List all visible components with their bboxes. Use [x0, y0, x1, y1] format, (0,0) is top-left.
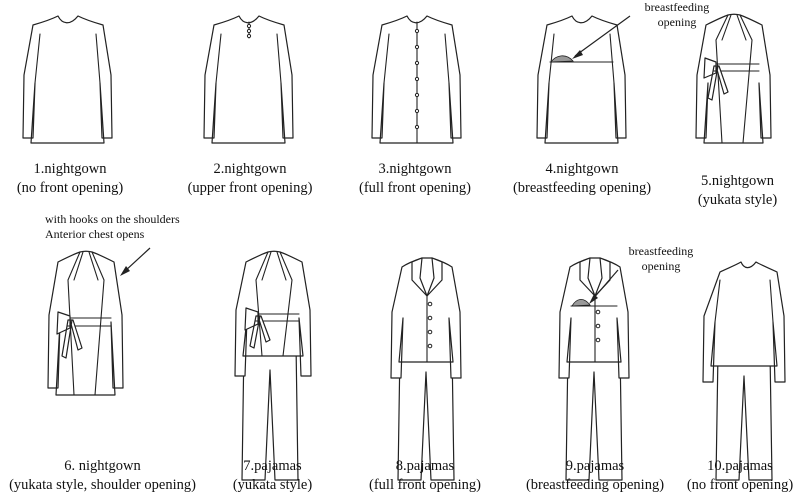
- nightgown-4-drawing: [536, 15, 627, 144]
- caption-item-5: 5.nightgown (yukata style): [675, 172, 800, 210]
- pajamas-10-drawing: [702, 261, 786, 481]
- item-10-name: 10.pajamas: [707, 458, 773, 474]
- nightgown-6-drawing: [47, 250, 124, 396]
- arrow-item9: [589, 269, 619, 304]
- sash-bow-7: [244, 307, 271, 349]
- item-4-desc: (breastfeeding opening): [512, 180, 652, 196]
- item-1-name: 1.nightgown: [33, 161, 107, 177]
- nightgown-2-drawing: [203, 15, 294, 144]
- item-10-desc: (no front opening): [686, 477, 794, 493]
- item-8-name: 8.pajamas: [395, 458, 455, 474]
- sash-bow-5: [703, 57, 729, 101]
- nightgown-3-drawing: [371, 15, 462, 144]
- item-9-desc: (breastfeeding opening): [525, 477, 665, 493]
- item-2-name: 2.nightgown: [213, 161, 287, 177]
- item-5-name: 5.nightgown: [701, 173, 774, 189]
- pajamas-7-drawing: [234, 250, 312, 481]
- arrow-item4: [572, 15, 631, 59]
- caption-item-7: 7.pajamas (yukata style): [210, 457, 335, 495]
- pajamas-8-drawing: [390, 257, 462, 481]
- item-7-name: 7.pajamas: [243, 458, 302, 474]
- breastfeeding-opening-flap: [550, 55, 574, 63]
- item-1-desc: (no front opening): [16, 180, 124, 196]
- breastfeeding-opening-flap-9: [571, 299, 591, 307]
- item-3-desc: (full front opening): [359, 180, 471, 196]
- pajamas-9-drawing: [558, 257, 630, 481]
- item4-callout-line1: breastfeeding: [644, 0, 710, 14]
- caption-item-10: 10.pajamas (no front opening): [680, 457, 800, 495]
- item9-callout-line1: breastfeeding: [628, 244, 694, 258]
- item6-callout: with hooks on the shoulders Anterior che…: [45, 212, 180, 242]
- caption-item-4: 4.nightgown (breastfeeding opening): [492, 160, 672, 198]
- nightgown-1-drawing: [22, 15, 113, 144]
- item-6-desc: (yukata style, shoulder opening): [9, 477, 196, 493]
- caption-item-2: 2.nightgown (upper front opening): [170, 160, 330, 198]
- arrow-item6: [120, 247, 151, 276]
- caption-item-3: 3.nightgown (full front opening): [340, 160, 490, 198]
- item-9-name: 9.pajamas: [565, 458, 625, 474]
- item-7-desc: (yukata style): [232, 477, 313, 493]
- item4-callout: breastfeeding opening: [622, 0, 732, 30]
- nightgown-5-drawing: [695, 13, 772, 144]
- caption-item-1: 1.nightgown (no front opening): [0, 160, 140, 198]
- item9-callout-line2: opening: [641, 259, 681, 273]
- item-3-name: 3.nightgown: [378, 161, 452, 177]
- item6-callout-line2: Anterior chest opens: [45, 227, 145, 241]
- item4-callout-line2: opening: [657, 15, 697, 29]
- caption-item-8: 8.pajamas (full front opening): [355, 457, 495, 495]
- item-8-desc: (full front opening): [369, 477, 481, 493]
- caption-item-9: 9.pajamas (breastfeeding opening): [505, 457, 685, 495]
- item-2-desc: (upper front opening): [187, 180, 313, 196]
- item-6-name: 6. nightgown: [64, 458, 141, 474]
- item-5-desc: (yukata style): [697, 192, 778, 208]
- item9-callout: breastfeeding opening: [606, 244, 716, 274]
- sash-bow-6: [56, 311, 83, 359]
- item-4-name: 4.nightgown: [545, 161, 619, 177]
- caption-item-6: 6. nightgown (yukata style, shoulder ope…: [0, 457, 205, 495]
- item6-callout-line1: with hooks on the shoulders: [45, 212, 180, 226]
